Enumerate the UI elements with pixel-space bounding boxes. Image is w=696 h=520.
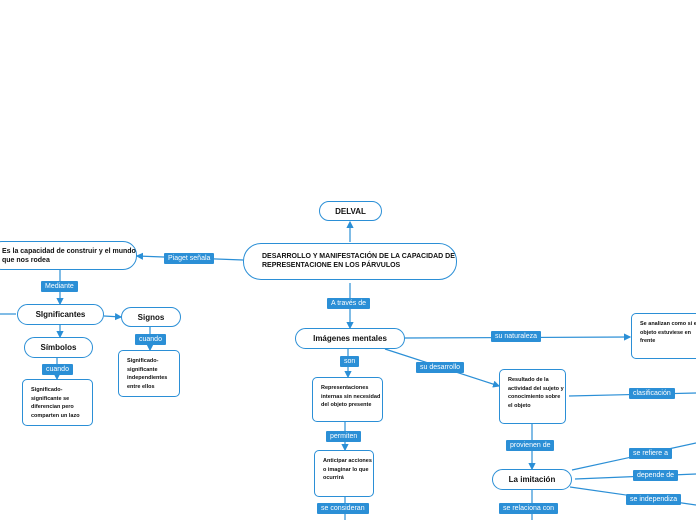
node-significantes[interactable]: SIgnificantes — [17, 304, 104, 325]
node-imagenes[interactable]: Imágenes mentales — [295, 328, 405, 349]
label-piaget[interactable]: Piaget señala — [164, 253, 215, 264]
label-desarrollo[interactable]: su desarrollo — [416, 362, 465, 373]
node-analizan[interactable]: Se analizan como si el objeto estuviese … — [631, 313, 696, 359]
node-simbolos[interactable]: Símbolos — [24, 337, 93, 358]
label-permiten[interactable]: permiten — [326, 431, 362, 442]
node-capacidad-text: Es la capacidad de construir y el mundo … — [2, 247, 136, 264]
node-root[interactable]: DESARROLLO Y MANIFESTACIÓN DE LA CAPACID… — [243, 243, 457, 280]
label-cuando-simbolos[interactable]: cuando — [42, 364, 73, 375]
node-anticipar[interactable]: Anticipar acciones o imaginar lo que ocu… — [314, 450, 374, 497]
label-atraves[interactable]: A través de — [327, 298, 371, 309]
label-independiza[interactable]: se independiza — [626, 494, 682, 505]
label-provienen[interactable]: provienen de — [506, 440, 555, 451]
label-mediante[interactable]: Mediante — [41, 281, 78, 292]
label-relaciona[interactable]: se relaciona con — [499, 503, 558, 514]
node-root-text: DESARROLLO Y MANIFESTACIÓN DE LA CAPACID… — [262, 253, 455, 269]
node-delval[interactable]: DELVAL — [319, 201, 382, 221]
label-cuando-signos[interactable]: cuando — [135, 334, 166, 345]
label-refiere[interactable]: se refiere a — [629, 448, 673, 459]
node-capacidad[interactable]: Es la capacidad de construir y el mundo … — [0, 241, 137, 270]
label-depende[interactable]: depende de — [633, 470, 678, 481]
label-naturaleza[interactable]: su naturaleza — [491, 331, 542, 342]
node-imitacion[interactable]: La imitación — [492, 469, 572, 490]
label-consideran[interactable]: se consideran — [317, 503, 369, 514]
node-signos[interactable]: Signos — [121, 307, 181, 327]
label-clasificacion[interactable]: clasificación — [629, 388, 675, 399]
node-sig-dif[interactable]: Significado-significante se diferencian … — [22, 379, 93, 426]
node-representaciones[interactable]: Representaciones internas sin necesidad … — [312, 377, 383, 422]
label-son[interactable]: son — [340, 356, 360, 367]
node-resultado[interactable]: Resultado de la actividad del sujeto y c… — [499, 369, 566, 424]
node-sig-indep[interactable]: Significado-significante independientes … — [118, 350, 180, 397]
